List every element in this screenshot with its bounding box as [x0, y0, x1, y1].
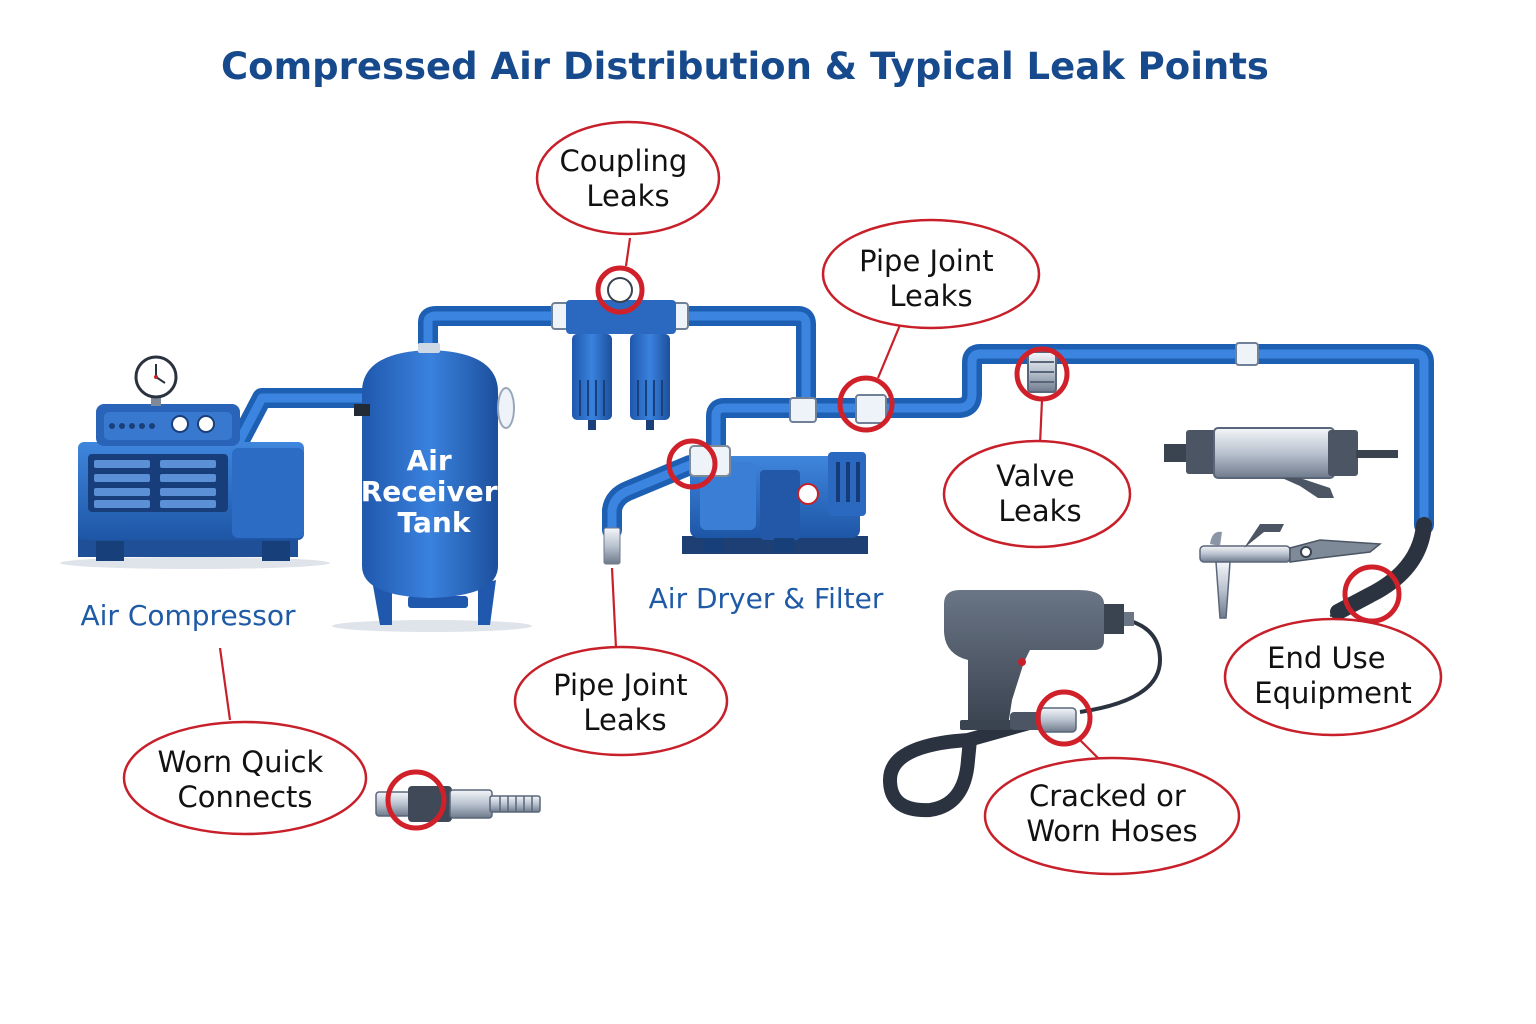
svg-text:Worn Quick Connects: Worn Quick Connects [158, 745, 333, 814]
leak-marker-pipe-joint-bottom [666, 438, 718, 490]
leader-line [610, 567, 618, 649]
leak-marker-pipe-joint-top [837, 375, 895, 433]
svg-text:Coupling Leaks: Coupling Leaks [560, 144, 697, 213]
leak-marker-valve [1014, 346, 1070, 402]
air-blow-gun-icon [1199, 524, 1382, 619]
pipe-coupler [1235, 342, 1259, 366]
air-compressor-icon [60, 355, 330, 569]
air-receiver-tank-label: Air Receiver Tank [361, 444, 508, 539]
svg-text:End Use Equipment: End Use Equipment [1254, 641, 1411, 710]
diagram-title: Compressed Air Distribution & Typical Le… [221, 45, 1269, 88]
callout-pipe-joint-leaks-bottom: Pipe Joint Leaks [513, 645, 729, 757]
pipe-coupler [789, 397, 817, 423]
callout-pipe-joint-leaks-top: Pipe Joint Leaks [821, 218, 1041, 330]
pneumatic-cylinder-icon [1164, 427, 1398, 498]
air-compressor-label: Air Compressor [80, 599, 296, 632]
leak-marker-quick-connect [385, 769, 447, 831]
filter-regulator-icon [566, 277, 676, 430]
callout-cracked-worn-hoses: Cracked or Worn Hoses [983, 756, 1241, 876]
callout-end-use-equipment: End Use Equipment [1223, 617, 1443, 737]
pipe-coupler [855, 394, 887, 424]
valve-icon [1027, 351, 1057, 393]
leak-marker-hose [1035, 689, 1093, 747]
svg-text:Pipe Joint Leaks: Pipe Joint Leaks [859, 244, 1003, 313]
air-receiver-tank-icon [332, 343, 532, 632]
svg-text:Cracked or Worn Hoses: Cracked or Worn Hoses [1026, 779, 1197, 848]
air-dryer-icon [603, 445, 868, 565]
end-use-hose-tip [1329, 613, 1337, 617]
leader-line [876, 324, 902, 379]
callout-valve-leaks: Valve Leaks [942, 439, 1132, 549]
leader-line [218, 647, 232, 721]
leader-line [1038, 399, 1044, 445]
svg-text:Pipe Joint Leaks: Pipe Joint Leaks [553, 668, 697, 737]
leak-marker-end-use [1342, 564, 1402, 624]
leak-marker-coupling [595, 265, 645, 315]
impact-wrench-icon [882, 590, 1163, 818]
callout-coupling-leaks: Coupling Leaks [535, 120, 721, 236]
svg-text:Valve Leaks: Valve Leaks [996, 459, 1084, 528]
leader-line [624, 237, 632, 267]
quick-connect-fitting-icon [375, 786, 541, 822]
air-dryer-filter-label: Air Dryer & Filter [649, 582, 884, 615]
callout-worn-quick-connects: Worn Quick Connects [122, 720, 368, 836]
